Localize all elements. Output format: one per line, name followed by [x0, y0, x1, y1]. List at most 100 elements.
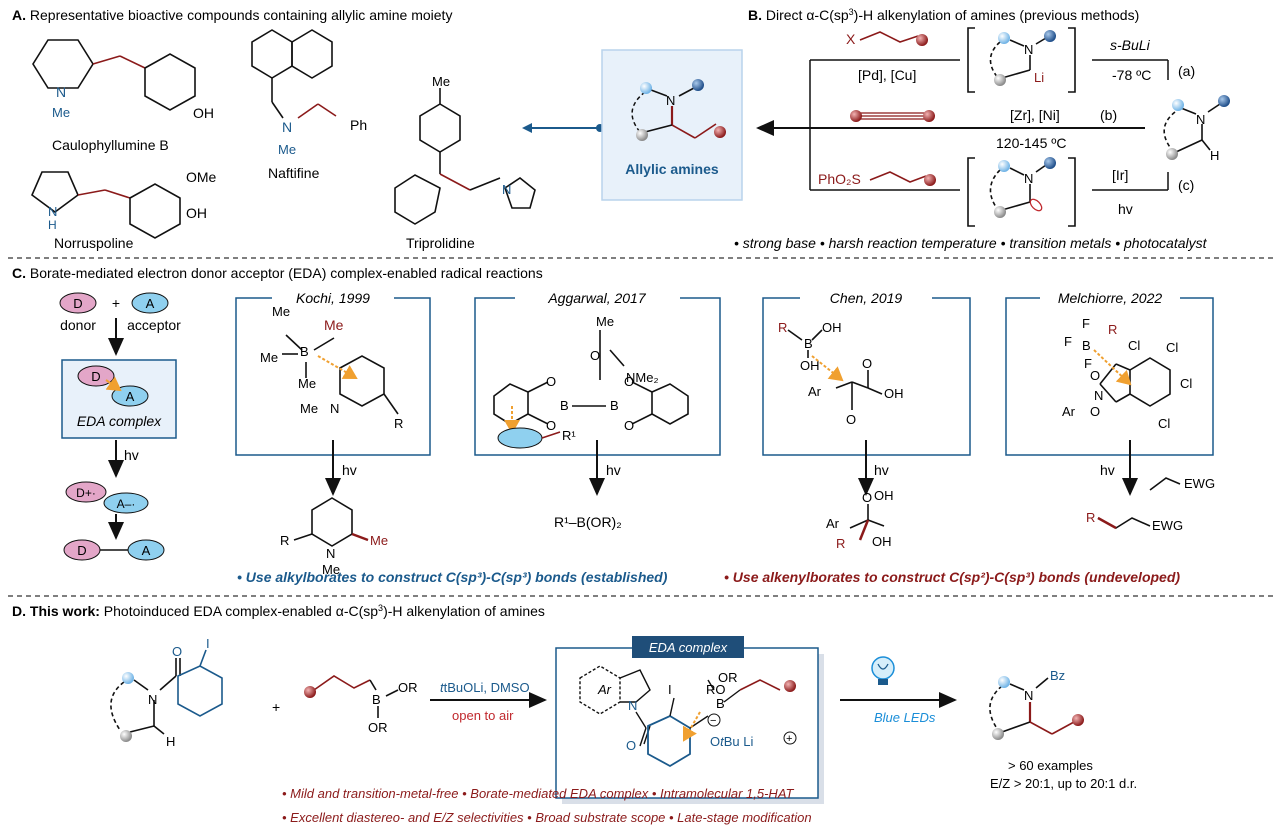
svg-text:Kochi, 1999: Kochi, 1999 — [296, 290, 370, 306]
norruspoline-structure — [31, 171, 181, 239]
aggarwal-product: R¹–B(OR)₂ — [554, 514, 622, 530]
selectivity-label: E/Z > 20:1, up to 20:1 d.r. — [990, 776, 1137, 791]
svg-text:B: B — [1082, 338, 1091, 353]
svg-text:+: + — [786, 733, 792, 745]
svg-text:Ar: Ar — [826, 516, 840, 531]
svg-text:acceptor: acceptor — [127, 317, 181, 333]
svg-text:OH: OH — [884, 386, 904, 401]
route-c-reagent: PhO₂S — [818, 171, 861, 187]
svg-text:D: D — [91, 369, 100, 384]
compound-name-naftifine: Naftifine — [268, 165, 320, 181]
svg-text:O: O — [846, 412, 856, 427]
atom-label: N — [56, 84, 66, 100]
svg-text:I: I — [206, 636, 210, 651]
compound-name-triprolidine: Triprolidine — [406, 235, 475, 251]
atom-label: OH — [193, 105, 214, 121]
triprolidine-structure — [394, 88, 536, 225]
atom-label: N — [48, 204, 57, 219]
eda-concept-column: D + A donor acceptor D A EDA complex hv … — [59, 292, 181, 561]
route-c-catalyst: [Ir] — [1112, 167, 1128, 183]
svg-text:O: O — [624, 418, 634, 433]
svg-text:Me: Me — [260, 350, 278, 365]
product-group-label: Bz — [1050, 668, 1065, 683]
svg-text:hv: hv — [606, 462, 621, 478]
atom-label: H — [48, 218, 57, 232]
melchiorre-box: Melchiorre, 2022 F R F B F Cl Cl Cl Cl O… — [1005, 290, 1215, 533]
svg-text:R: R — [1086, 510, 1095, 525]
eda-label-box — [632, 636, 744, 658]
atom-label: N — [148, 692, 157, 707]
route-c-light: hv — [1118, 201, 1133, 217]
svg-text:R: R — [1108, 322, 1117, 337]
plus-sign: + — [272, 699, 280, 715]
atom-label: Me — [432, 74, 450, 89]
svg-text:A: A — [146, 296, 155, 311]
svg-text:Ar: Ar — [808, 384, 822, 399]
section-a-header: A. Representative bioactive compounds co… — [12, 7, 452, 23]
open-to-air-label: open to air — [452, 708, 514, 723]
scope-count: > 60 examples — [1008, 758, 1093, 773]
eda-label: EDA complex — [649, 640, 728, 655]
svg-text:hv: hv — [124, 447, 139, 463]
route-a-base: s-BuLi — [1110, 37, 1151, 53]
route-a-reagent-x: X — [846, 31, 856, 47]
svg-text:Me: Me — [324, 317, 344, 333]
atom-label: N — [1024, 171, 1033, 186]
atom-label: OMe — [186, 169, 217, 185]
svg-text:NMe₂: NMe₂ — [626, 370, 659, 385]
svg-text:OR: OR — [398, 680, 418, 695]
svg-text:EDA complex: EDA complex — [77, 413, 162, 429]
svg-text:F: F — [1084, 356, 1092, 371]
svg-text:R¹: R¹ — [562, 428, 576, 443]
route-a-temp: -78 ºC — [1112, 67, 1151, 83]
svg-text:Me: Me — [596, 314, 614, 329]
svg-text:N: N — [330, 401, 339, 416]
svg-text:B: B — [372, 692, 381, 707]
svg-text:OR: OR — [368, 720, 388, 735]
alkyne-reagent — [850, 110, 935, 122]
svg-text:D: D — [73, 296, 82, 311]
svg-text:Melchiorre, 2022: Melchiorre, 2022 — [1058, 290, 1162, 306]
section-d-header: D. This work: Photoinduced EDA complex-e… — [12, 603, 545, 619]
svg-text:B: B — [560, 398, 569, 413]
svg-text:hv: hv — [1100, 462, 1115, 478]
atom-label: H — [166, 734, 175, 749]
svg-text:D+·: D+· — [76, 486, 96, 500]
kochi-box: Kochi, 1999 Me Me B Me Me N Me R hv R N … — [235, 290, 431, 577]
svg-text:F: F — [1082, 316, 1090, 331]
atom-label: Me — [278, 142, 296, 157]
section-b-header: B. Direct α-C(sp3)-H alkenylation of ami… — [748, 7, 1139, 23]
atom-label: N — [1196, 112, 1205, 127]
route-b-tag: (b) — [1100, 107, 1117, 123]
features-row-1: • Mild and transition-metal-free • Borat… — [282, 786, 795, 801]
svg-text:EWG: EWG — [1184, 476, 1215, 491]
atom-label: N — [282, 119, 292, 135]
svg-text:O: O — [1090, 404, 1100, 419]
svg-text:Aggarwal, 2017: Aggarwal, 2017 — [547, 290, 647, 306]
svg-text:OH: OH — [800, 358, 820, 373]
svg-text:Me: Me — [272, 304, 290, 319]
svg-text:OR: OR — [718, 670, 738, 685]
svg-text:Me: Me — [370, 533, 388, 548]
svg-text:O: O — [590, 348, 600, 363]
svg-text:O: O — [626, 738, 636, 753]
atom-label-li: Li — [1034, 70, 1044, 85]
svg-text:OH: OH — [822, 320, 842, 335]
svg-text:O: O — [546, 418, 556, 433]
svg-text:Ar: Ar — [1062, 404, 1076, 419]
alkenyl-boronate: B OR OR — [304, 675, 418, 735]
radical-orbital — [1029, 198, 1043, 212]
svg-text:Chen, 2019: Chen, 2019 — [830, 290, 903, 306]
svg-text:R: R — [394, 416, 403, 431]
naftifine-structure — [251, 29, 337, 119]
svg-text:O: O — [1090, 368, 1100, 383]
svg-text:B: B — [716, 696, 725, 711]
svg-text:Cl: Cl — [1128, 338, 1140, 353]
svg-text:N: N — [628, 698, 637, 713]
svg-text:R: R — [280, 533, 289, 548]
atom-label-h: H — [1210, 148, 1219, 163]
route-b-temp: 120-145 ºC — [996, 135, 1067, 151]
atom-label: N — [1024, 688, 1033, 703]
eda-complex-panel — [555, 647, 819, 799]
